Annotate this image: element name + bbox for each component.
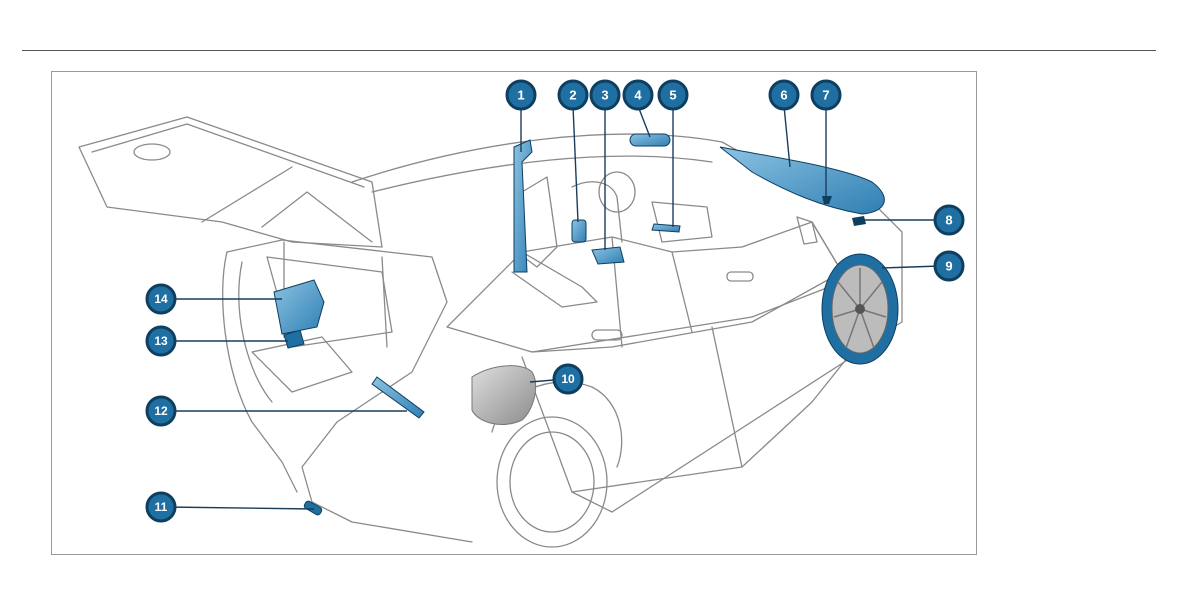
hood-highlight [720,147,884,214]
callout-11: 11 [147,493,175,521]
callout-label: 5 [669,88,676,103]
callout-2: 2 [559,81,587,109]
callout-label: 2 [569,88,576,103]
front-sensor-highlight [852,216,866,226]
b-pillar-highlight [514,140,532,272]
callout-8: 8 [935,206,963,234]
side-windows [447,222,842,352]
callout-label: 10 [561,372,575,386]
highlighted-components [274,134,898,516]
callout-label: 4 [634,88,642,103]
console-component-highlight [592,247,624,264]
callout-3: 3 [591,81,619,109]
callout-label: 3 [601,88,608,103]
callout-7: 7 [812,81,840,109]
callout-label: 12 [154,404,168,418]
seat-component-highlight [572,220,586,242]
callout-12: 12 [147,397,175,425]
callout-label: 6 [780,88,787,103]
callout-label: 9 [945,259,952,274]
vehicle-overview-figure: 1 2 3 4 5 6 7 [51,71,977,555]
charging-flap [472,366,536,425]
callout-label: 1 [517,88,524,103]
callout-13: 13 [147,327,175,355]
callout-14: 14 [147,285,175,313]
callout-9: 9 [935,252,963,280]
callout-label: 8 [945,213,952,228]
callout-4: 4 [624,81,652,109]
callout-label: 11 [155,500,168,514]
cargo-component-highlight [274,280,324,334]
callout-label: 7 [822,88,829,103]
page-header-rule [22,50,1156,51]
dashboard-strip-highlight [652,224,680,232]
callout-1: 1 [507,81,535,109]
callout-label: 13 [154,334,168,348]
tailgate [79,117,382,247]
vehicle-illustration: 1 2 3 4 5 6 7 [52,72,976,554]
callout-5: 5 [659,81,687,109]
callout-10: 10 [554,365,582,393]
callout-6: 6 [770,81,798,109]
callout-label: 14 [154,292,168,306]
side-trim-highlight [372,377,424,418]
